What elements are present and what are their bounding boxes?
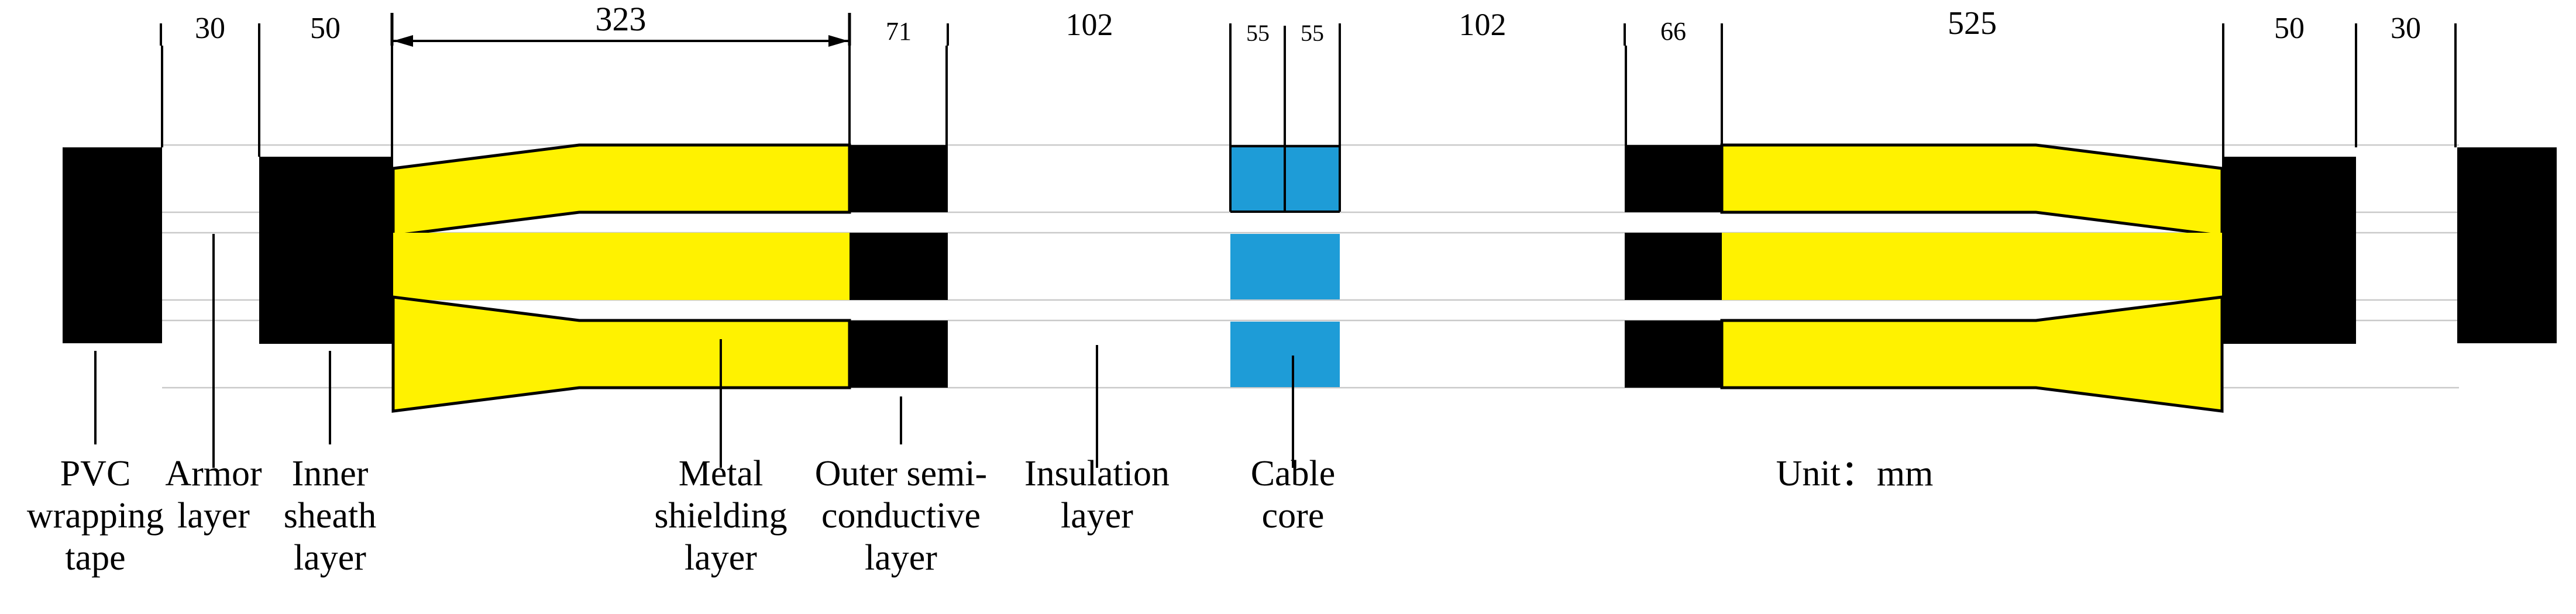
callout-metal-shielding-layer: Metal shielding layer (654, 454, 787, 578)
dim-label-102-right: 102 (1459, 7, 1507, 42)
callout-inner-sheath-layer: Inner sheath layer (284, 454, 376, 578)
dim-label-66: 66 (1660, 17, 1686, 46)
callout-line: sheath (284, 496, 376, 536)
callout-line: PVC (60, 454, 131, 494)
callout-line: Insulation (1024, 454, 1170, 494)
unit-note: Unit：mm (1776, 454, 1934, 494)
extension-stubs (161, 46, 2457, 168)
dim-label-525: 525 (1948, 5, 1997, 42)
callout-labels: PVC wrapping tape Armor layer Inner shea… (27, 454, 1335, 578)
inner-sheath-left (259, 157, 393, 344)
callout-line: layer (1061, 496, 1133, 536)
callout-line: Inner (292, 454, 369, 494)
callout-armor-layer: Armor layer (165, 454, 262, 536)
metal-shielding-left (391, 143, 851, 413)
dim-label-55-right: 55 (1301, 20, 1324, 46)
cable-core (1229, 145, 1341, 387)
callout-leaders (94, 234, 1294, 468)
callout-line: tape (65, 538, 125, 578)
dim-label-102-left: 102 (1066, 7, 1113, 42)
callout-line: Outer semi- (815, 454, 987, 494)
callout-line: core (1262, 496, 1325, 536)
callout-cable-core: Cable core (1251, 454, 1336, 536)
inner-sheath-right (2222, 157, 2356, 344)
dim-label-55-left: 55 (1246, 20, 1270, 46)
dim-label-30-left: 30 (195, 12, 225, 45)
callout-line: layer (294, 538, 366, 578)
dimension-labels: 30 50 323 71 102 55 55 102 66 525 50 30 (195, 0, 2421, 46)
callout-line: layer (177, 496, 250, 536)
dim-label-50-right: 50 (2274, 12, 2305, 45)
callout-line: conductive (821, 496, 981, 536)
callout-line: layer (685, 538, 757, 578)
callout-outer-semiconductive-layer: Outer semi- conductive layer (815, 454, 987, 578)
callout-line: Metal (679, 454, 763, 494)
pvc-wrapping-tape-left (63, 147, 162, 343)
dim-label-323: 323 (596, 0, 646, 38)
outer-semiconductive-left (850, 145, 948, 388)
callout-line: Armor (165, 454, 262, 494)
callout-line: layer (865, 538, 937, 578)
metal-shielding-right (1720, 143, 2224, 413)
dimension-arrow-323 (393, 35, 848, 47)
pvc-wrapping-tape-right (2457, 147, 2557, 343)
dim-label-50-left: 50 (310, 12, 341, 45)
callout-insulation-layer: Insulation layer (1024, 454, 1170, 536)
callout-line: Cable (1251, 454, 1336, 494)
callout-pvc-wrapping-tape: PVC wrapping tape (27, 454, 164, 578)
callout-line: wrapping (27, 496, 164, 536)
dimension-ticks (160, 13, 2457, 46)
dim-label-30-right: 30 (2391, 12, 2421, 45)
outer-semiconductive-right (1625, 145, 1722, 388)
dim-label-71: 71 (886, 17, 912, 46)
callout-line: shielding (654, 496, 787, 536)
